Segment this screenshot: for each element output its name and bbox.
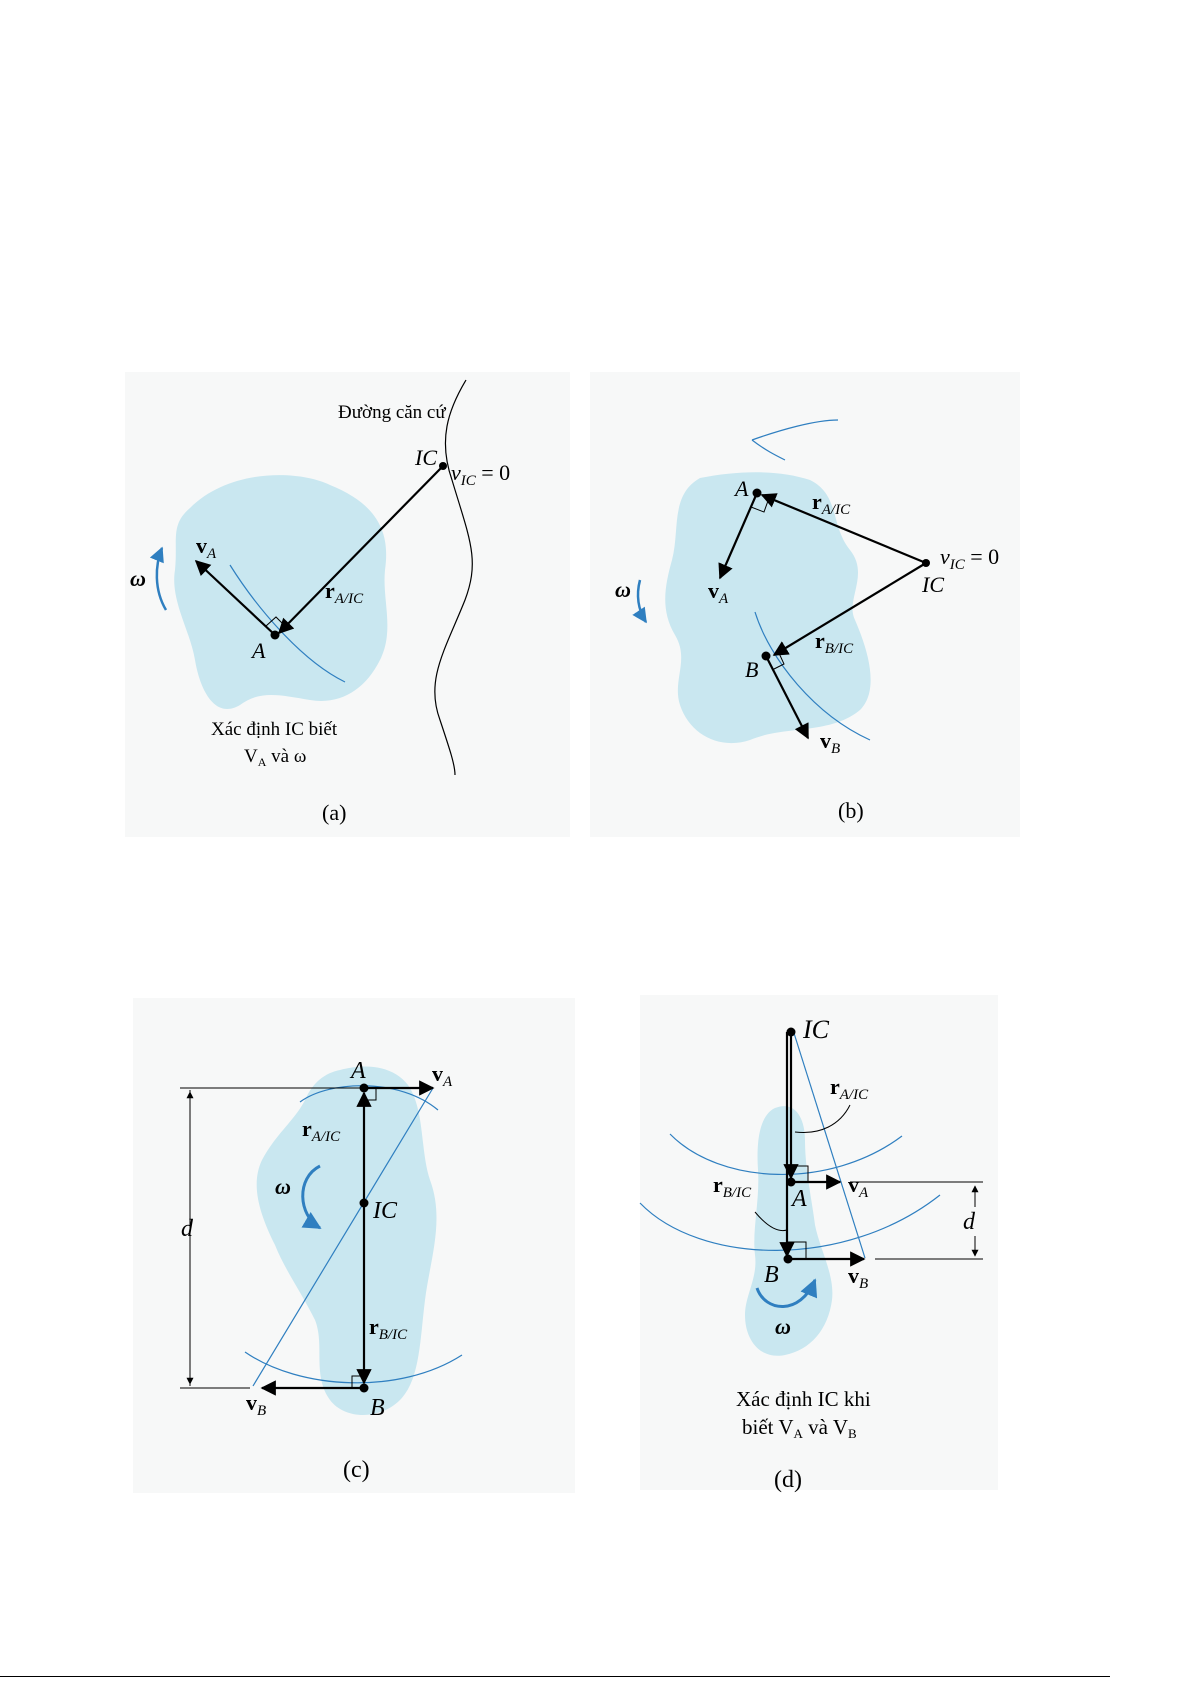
figure-b-caption: (b) — [838, 798, 864, 823]
figure-a: Đường căn cứ IC vIC = 0 A vA ω rA/IC Xác… — [125, 372, 570, 837]
figure-a-note-line2: VA và ω — [244, 746, 306, 769]
figure-d-point-b — [784, 1255, 793, 1264]
figure-d-d-label: d — [963, 1209, 976, 1235]
footer-rule — [0, 1676, 1110, 1677]
figure-c-point-ic — [360, 1199, 369, 1208]
figure-d: IC A B rA/IC rB/IC vA vB ω d Xác định IC… — [640, 995, 998, 1493]
figure-c-ic-label: IC — [372, 1198, 398, 1224]
figure-c-omega-label: ω — [275, 1174, 291, 1199]
figure-c-d-label: d — [181, 1216, 194, 1242]
figure-b-ic-label: IC — [921, 572, 944, 597]
figure-a-note-line1: Xác định IC biết — [211, 719, 338, 740]
figure-d-ic-label: IC — [802, 1015, 830, 1044]
figure-b-point-a-label: A — [733, 476, 749, 501]
figure-c-point-a — [360, 1084, 369, 1093]
figure-a-vic-label: vIC = 0 — [451, 460, 510, 489]
figure-b-point-b — [762, 652, 771, 661]
figure-d-point-a-label: A — [790, 1186, 807, 1212]
figure-a-caption: (a) — [322, 800, 346, 825]
figure-b-point-ic — [922, 559, 930, 567]
figure-a-ic-label: IC — [414, 445, 437, 470]
figure-a-point-a-label: A — [250, 638, 266, 663]
figure-c-point-b — [360, 1384, 369, 1393]
figure-b-point-b-label: B — [745, 657, 758, 682]
figure-d-point-ic — [787, 1028, 796, 1037]
figure-b-point-a — [753, 489, 762, 498]
figure-d-omega-label: ω — [775, 1314, 791, 1339]
figure-b: A B IC vIC = 0 rA/IC rB/IC vA vB ω (b) — [590, 372, 1020, 837]
figure-b-omega-label: ω — [615, 577, 631, 602]
figure-a-point-ic — [439, 462, 447, 470]
figure-b-vic-label: vIC = 0 — [940, 544, 999, 573]
figure-a-base-line-label: Đường căn cứ — [338, 402, 446, 423]
figure-c: A IC B vA vB rA/IC rB/IC ω d (c) — [133, 998, 575, 1493]
figure-d-caption: (d) — [774, 1467, 802, 1493]
figure-d-note-line1: Xác định IC khi — [736, 1387, 871, 1411]
figure-c-point-b-label: B — [370, 1395, 385, 1421]
figure-c-point-a-label: A — [349, 1058, 366, 1084]
figure-a-omega-label: ω — [130, 566, 146, 591]
figure-c-caption: (c) — [343, 1457, 370, 1483]
figure-a-point-a — [271, 631, 280, 640]
figure-d-point-b-label: B — [764, 1262, 779, 1288]
